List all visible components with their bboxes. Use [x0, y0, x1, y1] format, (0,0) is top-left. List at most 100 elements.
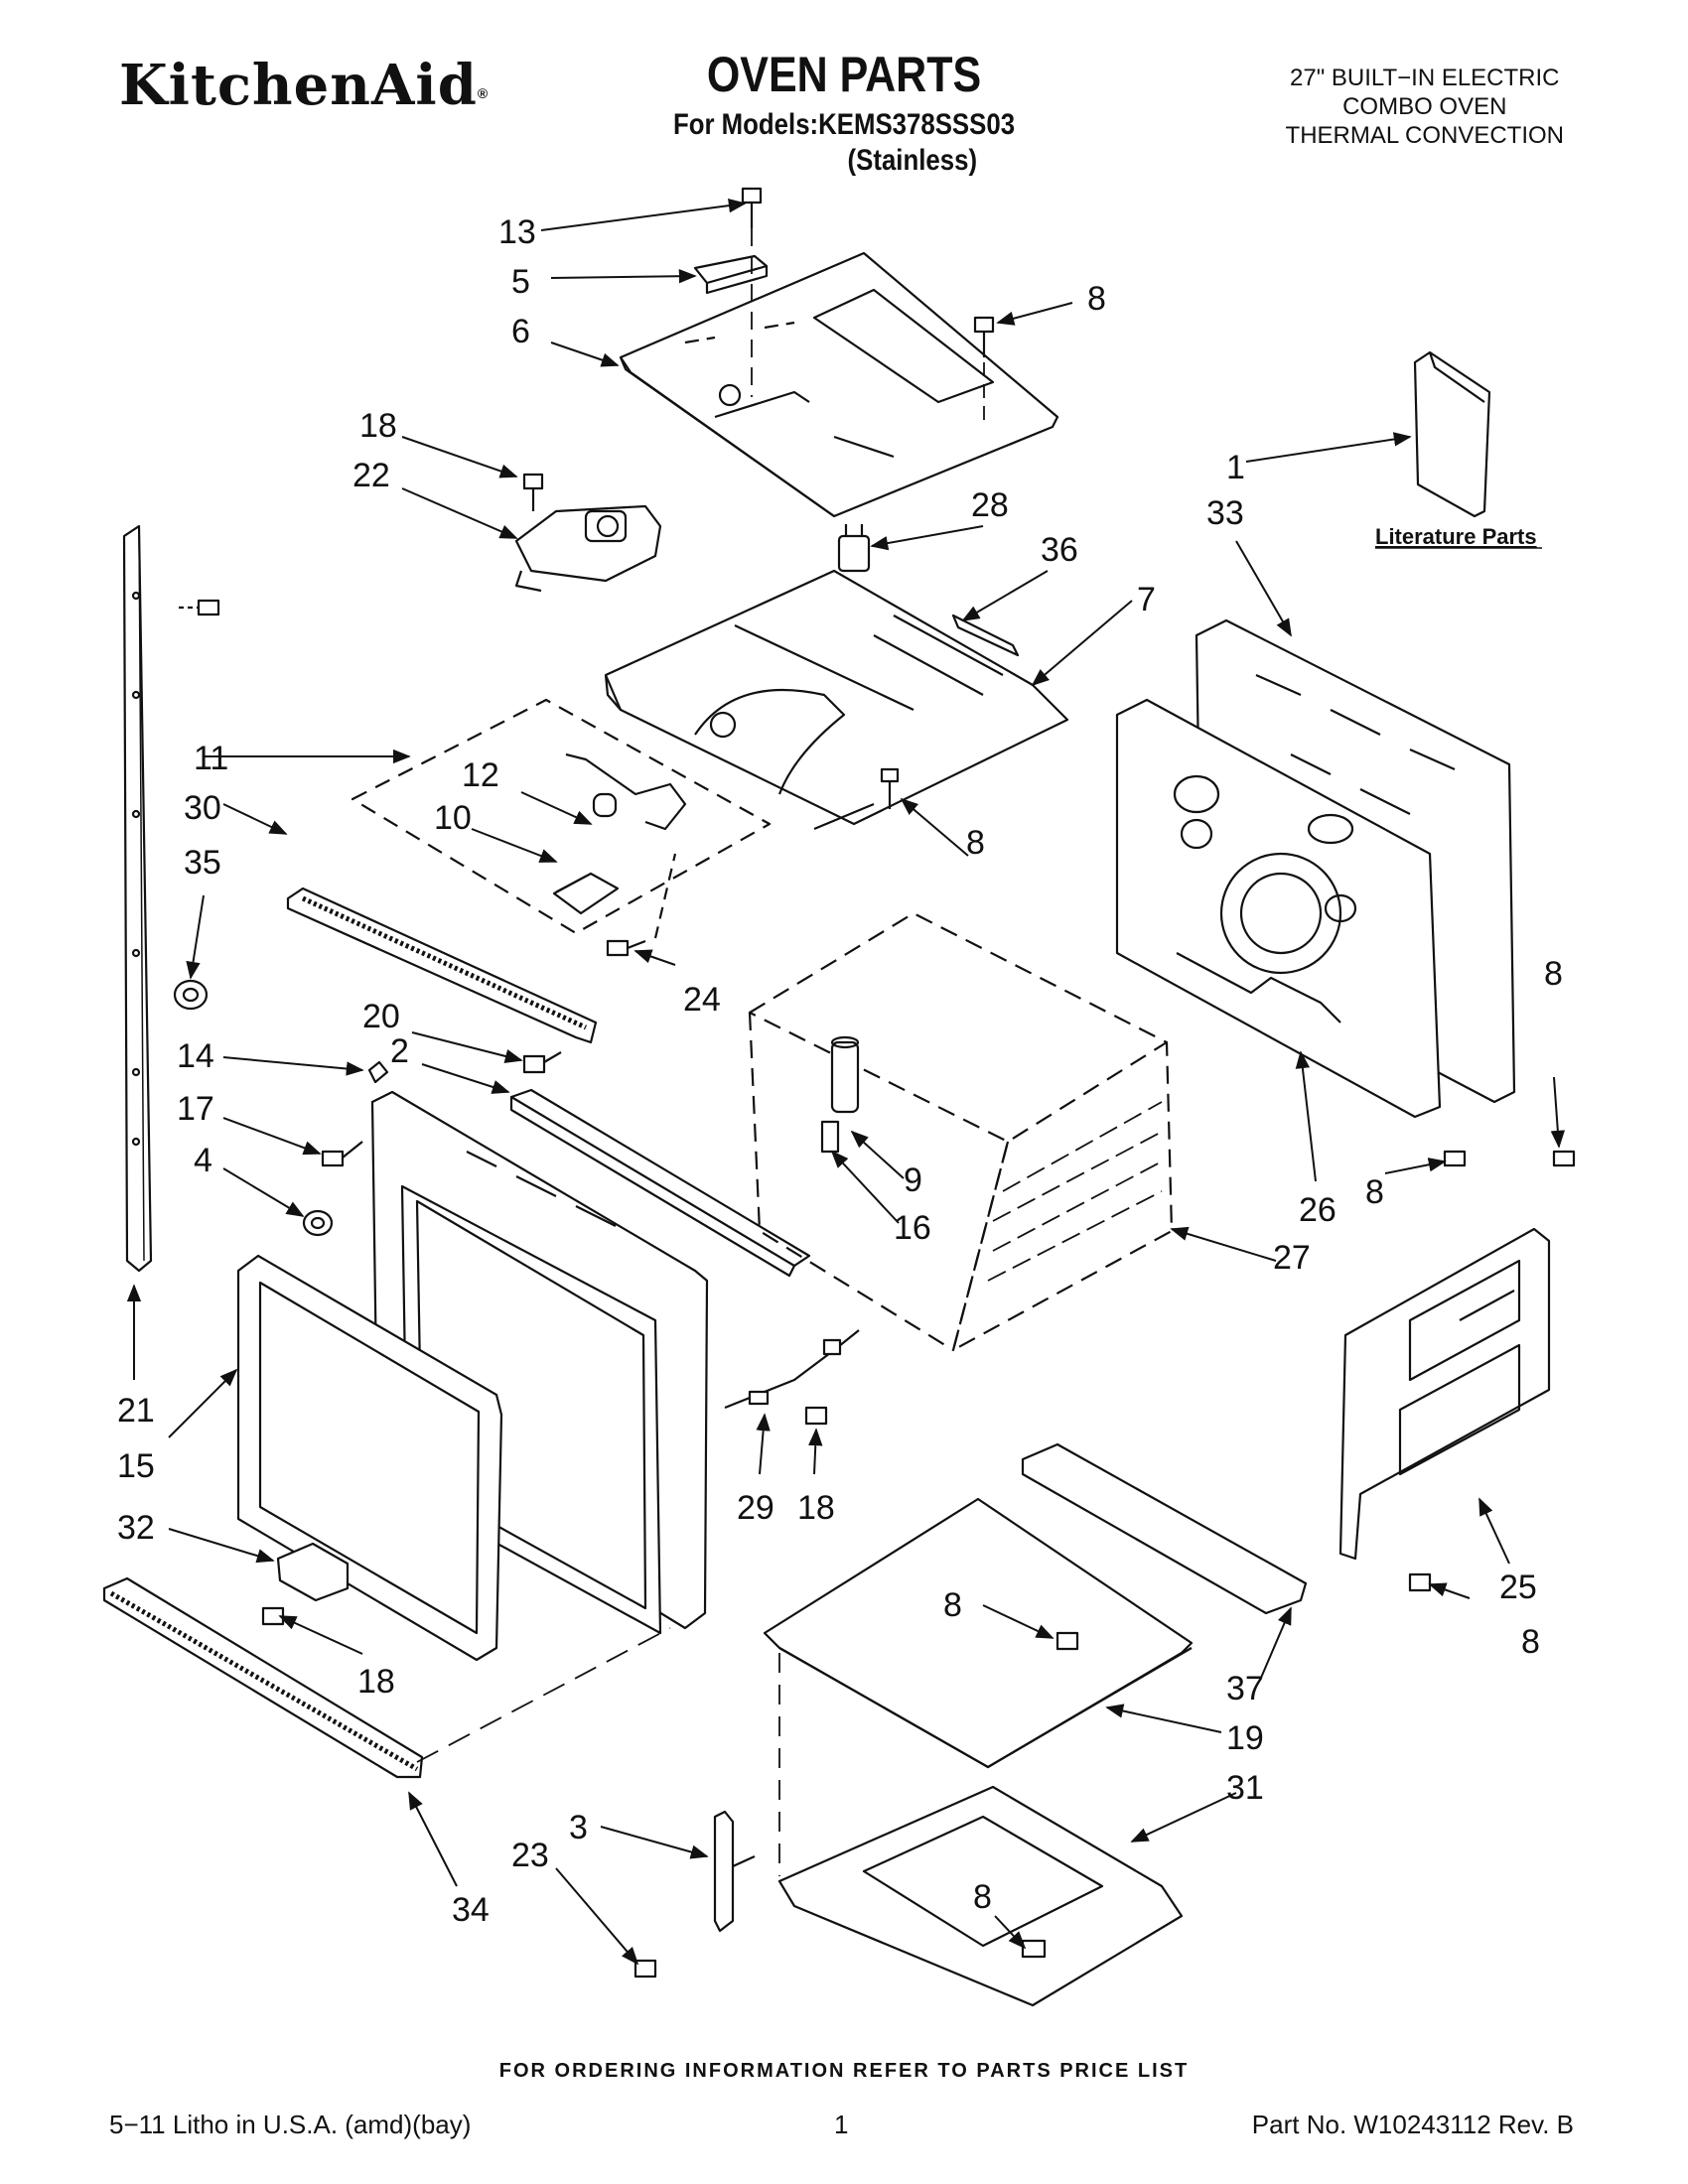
bumper-part-4: [302, 1209, 334, 1237]
vent-part-30: [286, 887, 598, 1044]
callout-34: 34: [452, 1891, 490, 1929]
finish-line: (Stainless): [847, 144, 978, 177]
callout-13: 13: [498, 213, 536, 251]
product-line-1: 27" BUILT−IN ELECTRIC: [1290, 65, 1560, 91]
brand-name: KitchenAid: [119, 53, 478, 118]
product-line-2: COMBO OVEN: [1342, 93, 1507, 120]
screw-part-8-tray: [1021, 1939, 1047, 1959]
screw-part-8-bottom: [1055, 1631, 1079, 1651]
light-socket-part-9: [820, 1035, 860, 1154]
callout-8-rear-right: 8: [1544, 955, 1563, 993]
screw-part-18-probe: [804, 1406, 828, 1426]
ordering-note: FOR ORDERING INFORMATION REFER TO PARTS …: [498, 2060, 1190, 2082]
insulation-panel-part-26: [1115, 698, 1442, 1119]
callout-14: 14: [177, 1037, 214, 1075]
callout-28: 28: [971, 486, 1009, 524]
callout-27: 27: [1273, 1239, 1311, 1277]
callout-18-probe: 18: [797, 1489, 835, 1527]
sensor-probe-part-29: [724, 1329, 860, 1410]
callout-25: 25: [1499, 1569, 1537, 1606]
light-assembly-part-11: [351, 698, 772, 935]
screw-part-8-rear: [1443, 1150, 1576, 1167]
callout-8-side: 8: [1521, 1623, 1540, 1661]
callout-15: 15: [117, 1447, 155, 1485]
callout-33: 33: [1206, 494, 1244, 532]
top-panel-part: [619, 251, 1059, 518]
callout-21: 21: [117, 1392, 155, 1430]
bracket-part-5: [693, 254, 769, 295]
page-title: OVEN PARTS: [706, 47, 982, 102]
registered-mark: ®: [477, 85, 490, 101]
callout-26: 26: [1299, 1191, 1336, 1229]
callout-10: 10: [434, 799, 472, 837]
callout-18-lower: 18: [357, 1663, 395, 1701]
callout-24: 24: [683, 981, 721, 1019]
side-trim-part-21: [122, 524, 153, 1273]
callout-2: 2: [390, 1032, 409, 1070]
callout-19: 19: [1226, 1719, 1264, 1757]
callout-16: 16: [894, 1209, 931, 1247]
cavity-racks: [987, 1101, 1163, 1282]
hinge-part-3: [713, 1810, 756, 1933]
callout-3: 3: [569, 1809, 588, 1846]
screw-part-24: [606, 853, 677, 957]
callout-7: 7: [1137, 581, 1156, 618]
callout-18-a: 18: [359, 407, 397, 445]
part-number: Part No. W10243112 Rev. B: [1251, 2110, 1574, 2139]
leader-arrows: [126, 198, 1566, 1966]
callout-22: 22: [352, 457, 390, 494]
literature-parts-part-1: [1413, 350, 1491, 518]
oven-cavity-part-27: [748, 911, 1174, 1352]
page-number: 1: [834, 2110, 849, 2139]
literature-parts-label: Literature Parts: [1375, 524, 1537, 549]
screw-part-8-mid: [880, 767, 900, 809]
callout-9: 9: [904, 1161, 922, 1199]
clip-part-14: [367, 1060, 389, 1084]
callout-labels: 13 5 8 6 18 22 28 36 7 1 33 11 12 10 30 …: [117, 213, 1563, 1929]
model-info: For Models:KEMS378SSS03 (Stainless): [118, 107, 1570, 179]
callout-8-rear-left: 8: [1365, 1173, 1384, 1211]
callout-8-bottom: 8: [943, 1586, 962, 1624]
callout-37: 37: [1226, 1670, 1264, 1707]
switch-assembly-part-22: [514, 473, 662, 593]
callout-8-tray: 8: [973, 1878, 992, 1916]
callout-23: 23: [511, 1837, 549, 1874]
screw-part-8-top: [973, 316, 995, 427]
callout-30: 30: [184, 789, 221, 827]
brand-logo: KitchenAid®: [119, 58, 489, 113]
callout-8-top: 8: [1087, 280, 1106, 318]
callout-12: 12: [462, 756, 499, 794]
callout-1: 1: [1226, 449, 1245, 486]
callout-31: 31: [1226, 1769, 1264, 1807]
vent-part-34: [102, 1576, 671, 1779]
callout-20: 20: [362, 998, 400, 1035]
upper-plate-part-7: [604, 569, 1069, 831]
callout-8-mid: 8: [966, 824, 985, 862]
bumper-part-35: [173, 979, 209, 1011]
trim-strip-part-2: [509, 1088, 811, 1278]
gasket-part-15: [236, 1254, 503, 1662]
litho-info: 5−11 Litho in U.S.A. (amd)(bay): [109, 2110, 472, 2139]
callout-36: 36: [1041, 531, 1078, 569]
clip-part-32: [276, 1542, 350, 1602]
callout-5: 5: [511, 263, 530, 301]
callout-17: 17: [177, 1090, 214, 1128]
callout-35: 35: [184, 844, 221, 882]
drip-tray-part-31: [777, 1785, 1184, 2007]
callout-4: 4: [194, 1142, 212, 1179]
bottom-panel-part-19: [763, 1497, 1194, 1769]
callout-32: 32: [117, 1509, 155, 1547]
callout-11: 11: [194, 740, 228, 777]
screw-part-20: [522, 1051, 562, 1074]
product-line-3: THERMAL CONVECTION: [1285, 122, 1564, 149]
screw-part-17: [321, 1141, 363, 1167]
bracket-part-37: [1021, 1442, 1308, 1615]
sensor-part-28: [837, 524, 871, 573]
callout-6: 6: [511, 313, 530, 350]
side-panel-part-25: [1338, 1227, 1551, 1561]
callout-29: 29: [737, 1489, 774, 1527]
strip-part-36: [951, 614, 1020, 657]
screw-part-8-side: [1408, 1572, 1432, 1592]
screw-part-23: [633, 1959, 657, 1979]
